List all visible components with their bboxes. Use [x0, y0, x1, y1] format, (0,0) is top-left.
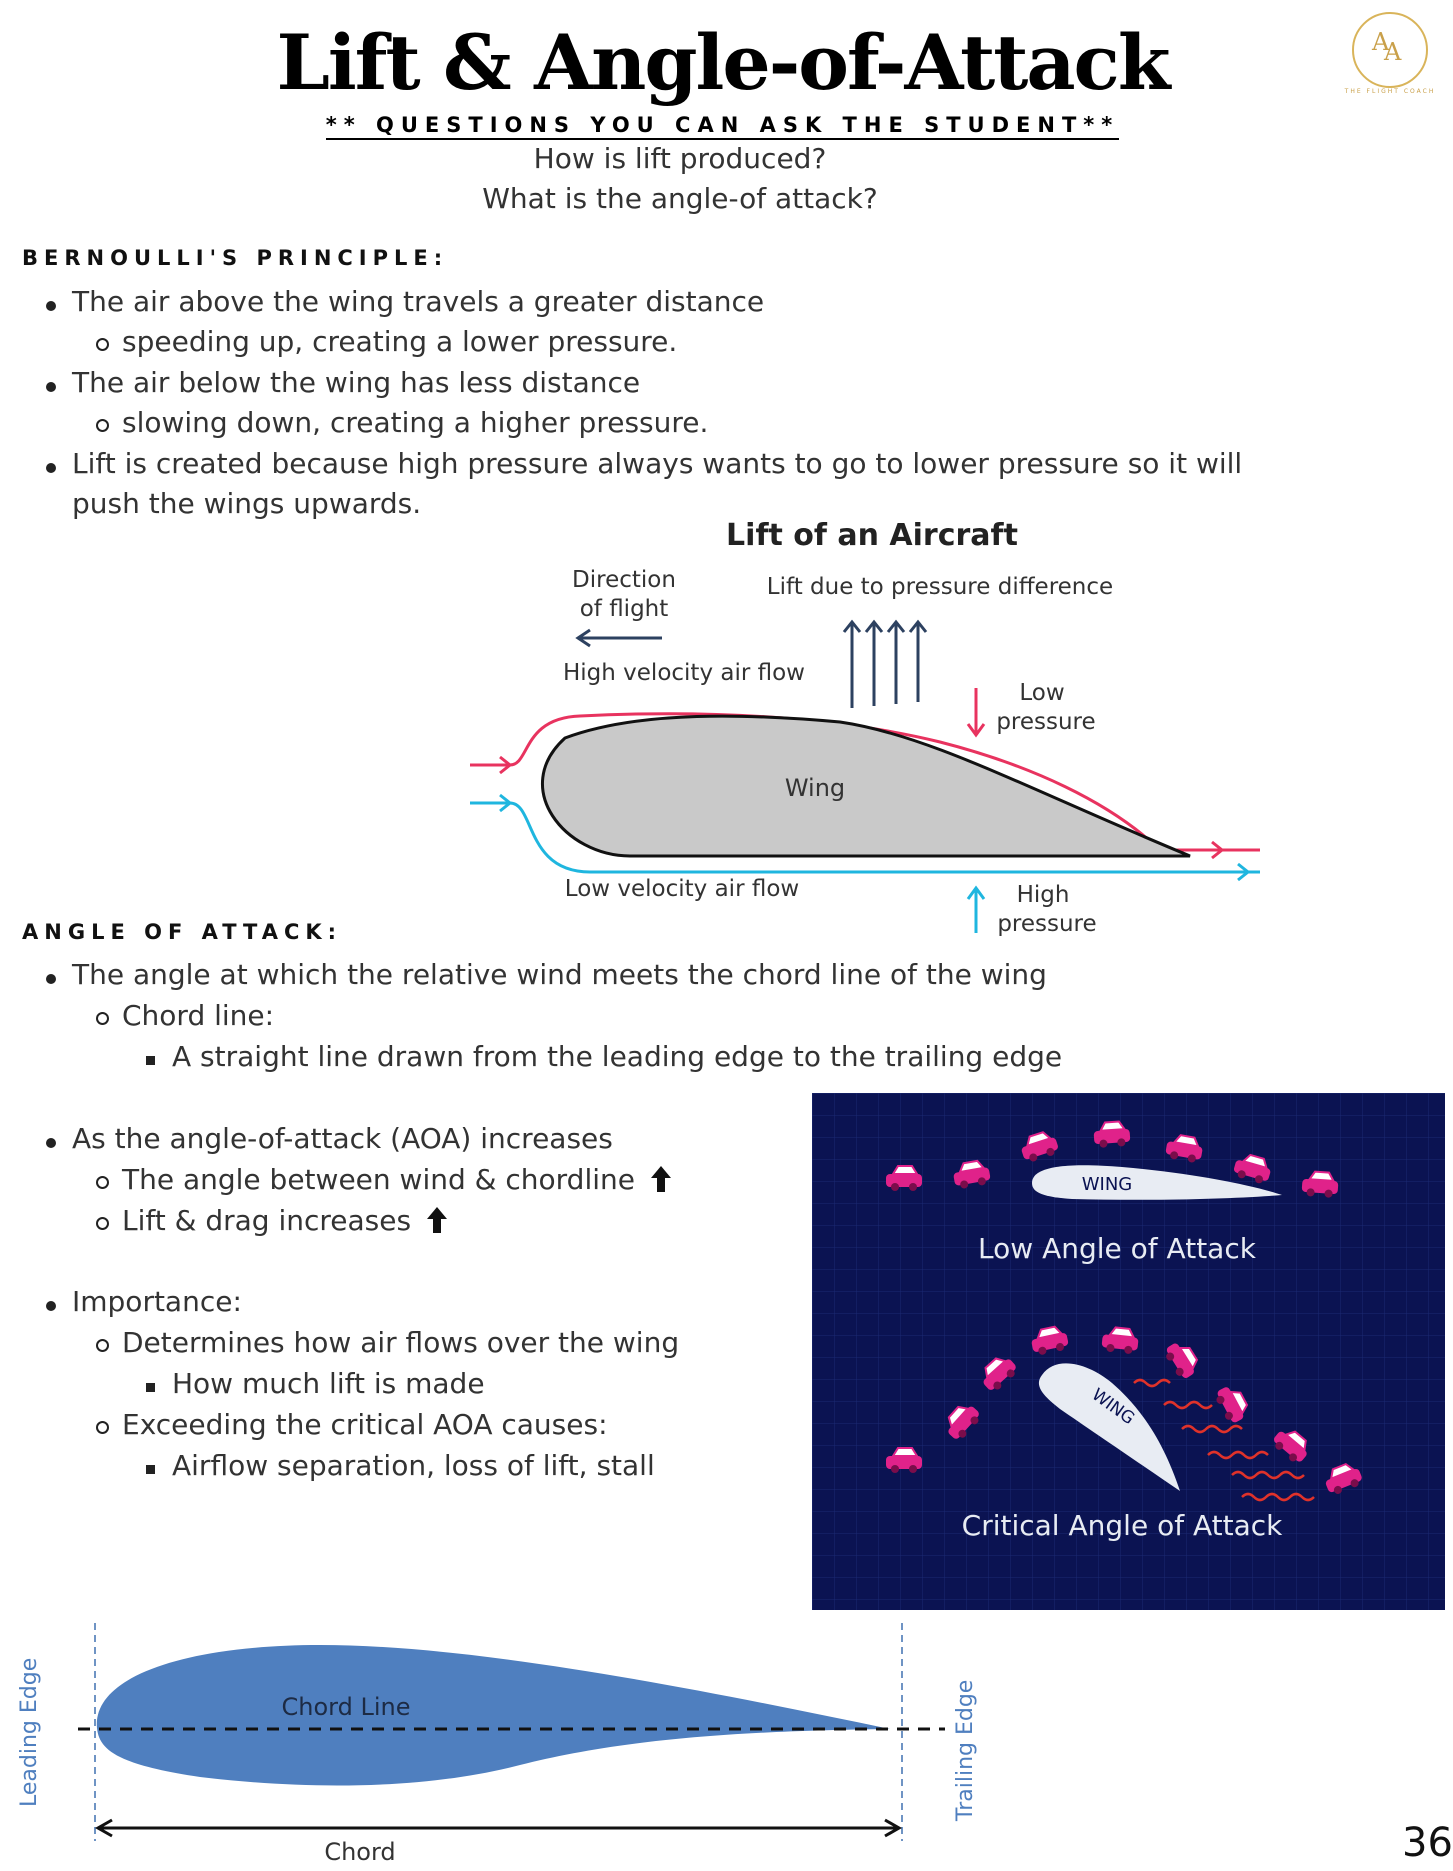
logo-tagline: THE FLIGHT COACH	[1344, 88, 1436, 95]
page-number: 36	[1402, 1820, 1453, 1866]
page-title: Lift & Angle-of-Attack	[276, 18, 1170, 107]
chord-length-arrow-icon	[94, 1818, 903, 1838]
lift-arrows-icon	[842, 619, 928, 708]
bernoulli-heading: BERNOULLI'S PRINCIPLE:	[22, 246, 449, 270]
aoa-subitem: Lift & drag increases	[96, 1204, 448, 1237]
lift-diagram-title: Lift of an Aircraft	[726, 518, 1018, 553]
upper-inflow-arrow-icon	[499, 755, 513, 775]
wing-shape-top	[1032, 1165, 1282, 1200]
high-pressure-label-1: High	[1017, 882, 1070, 908]
bernoulli-subitem: slowing down, creating a higher pressure…	[95, 406, 709, 439]
question-1: How is lift produced?	[533, 142, 827, 175]
lift-diagram: Lift of an Aircraft Direction of flight …	[470, 518, 1260, 937]
lower-airflow	[470, 801, 1260, 874]
turbulence-waves	[1133, 1378, 1315, 1502]
bernoulli-item: The air above the wing travels a greater…	[45, 285, 765, 318]
caption-low-aoa: Low Angle of Attack	[978, 1232, 1257, 1265]
caption-critical-aoa: Critical Angle of Attack	[962, 1509, 1283, 1542]
questions-subheading: ** QUESTIONS YOU CAN ASK THE STUDENT**	[0, 113, 1445, 140]
question-2: What is the angle-of attack?	[482, 182, 878, 215]
direction-label-1: Direction	[572, 567, 676, 593]
aoa-subitem: The angle between wind & chordline	[96, 1163, 672, 1196]
aoa-item: The angle at which the relative wind mee…	[46, 958, 1047, 991]
aoa-subsubitem: A straight line drawn from the leading e…	[145, 1040, 1063, 1073]
aoa-item: As the angle-of-attack (AOA) increases	[46, 1122, 613, 1155]
trailing-edge-label: Trailing Edge	[953, 1680, 978, 1822]
high-velocity-label: High velocity air flow	[563, 660, 805, 686]
aoa-subitem: Determines how air flows over the wing	[95, 1326, 680, 1359]
lift-label: Lift due to pressure difference	[767, 574, 1113, 600]
lower-outflow-arrow-icon	[1237, 862, 1251, 882]
chord-label: Chord	[324, 1838, 395, 1866]
airfoil-shape	[96, 1645, 890, 1786]
low-pressure-label-1: Low	[1019, 680, 1064, 706]
low-pressure-label-2: pressure	[996, 709, 1095, 735]
leading-edge-label: Leading Edge	[17, 1658, 42, 1807]
bernoulli-subitem: speeding up, creating a lower pressure.	[95, 325, 678, 358]
high-pressure-arrow-icon	[966, 885, 986, 933]
high-pressure-label-2: pressure	[997, 911, 1096, 937]
aoa-item: Importance:	[46, 1285, 242, 1318]
wing-shape-bottom	[1038, 1363, 1180, 1491]
wing-label-top: WING	[1082, 1174, 1133, 1195]
bernoulli-item: The air below the wing has less distance	[45, 366, 641, 399]
lower-inflow-arrow-icon	[499, 793, 513, 813]
up-arrow-icon	[426, 1207, 447, 1233]
upper-outflow-arrow-icon	[1211, 840, 1225, 860]
aoa-subsubitem: How much lift is made	[146, 1367, 485, 1400]
aoa-illustration: WING Low Angle of Attack WING Critical A…	[812, 1093, 1445, 1610]
chord-line-label: Chord Line	[282, 1693, 411, 1721]
aoa-subitem: Exceeding the critical AOA causes:	[96, 1408, 608, 1441]
aoa-heading: ANGLE OF ATTACK:	[22, 920, 343, 944]
aoa-illustration-panel: WING Low Angle of Attack WING Critical A…	[812, 1093, 1445, 1610]
direction-arrow-icon	[575, 628, 662, 648]
chord-diagram: Leading Edge Chord Line Trailing Edge Ch…	[17, 1623, 978, 1866]
low-pressure-arrow-icon	[966, 688, 986, 738]
direction-label-2: of flight	[580, 596, 669, 622]
aoa-subsubitem: Airflow separation, loss of lift, stall	[146, 1449, 655, 1482]
up-arrow-icon	[650, 1166, 671, 1192]
wing-shape	[541, 714, 1191, 858]
bernoulli-item-continued: push the wings upwards.	[72, 487, 422, 520]
aoa-subitem: Chord line:	[95, 999, 275, 1032]
logo-icon: A A	[1352, 12, 1428, 88]
low-velocity-label: Low velocity air flow	[565, 876, 799, 902]
bernoulli-item: Lift is created because high pressure al…	[45, 447, 1243, 480]
wing-label: Wing	[785, 774, 845, 802]
